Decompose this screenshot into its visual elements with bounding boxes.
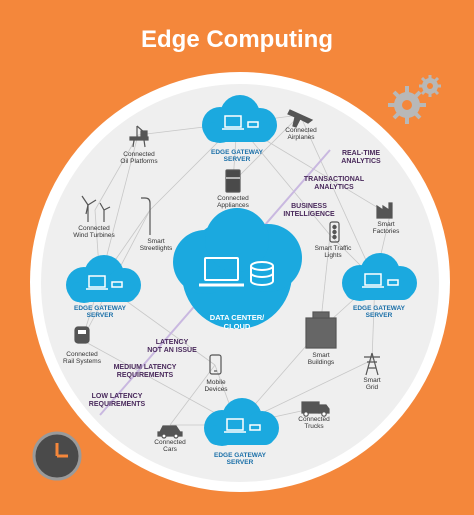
gateway-cloud-left-icon — [66, 255, 141, 303]
page-title: Edge Computing — [141, 26, 333, 53]
gateway-cloud-bottom-icon — [204, 398, 279, 446]
car-icon — [157, 425, 183, 439]
gateway-cloud-top-icon — [202, 95, 277, 143]
traffic-light-icon — [329, 221, 340, 243]
mobile-icon — [209, 354, 222, 375]
gateway-cloud-right-icon — [342, 253, 417, 301]
truck-icon — [301, 401, 330, 417]
database-icon — [250, 261, 274, 286]
appliance-icon — [225, 169, 241, 193]
gear-icon — [388, 75, 441, 124]
laptop-icon — [199, 257, 244, 287]
factory-icon — [376, 202, 393, 219]
oil-platform-icon — [129, 125, 149, 148]
train-icon — [74, 326, 90, 344]
building-icon — [305, 311, 337, 349]
clock-icon — [32, 431, 82, 481]
grid-tower-icon — [364, 352, 380, 376]
wind-turbine-icon — [81, 195, 111, 222]
streetlight-icon — [141, 197, 151, 235]
data-center-label: DATA CENTER/ CLOUD — [209, 313, 265, 331]
airplane-icon — [287, 109, 314, 128]
